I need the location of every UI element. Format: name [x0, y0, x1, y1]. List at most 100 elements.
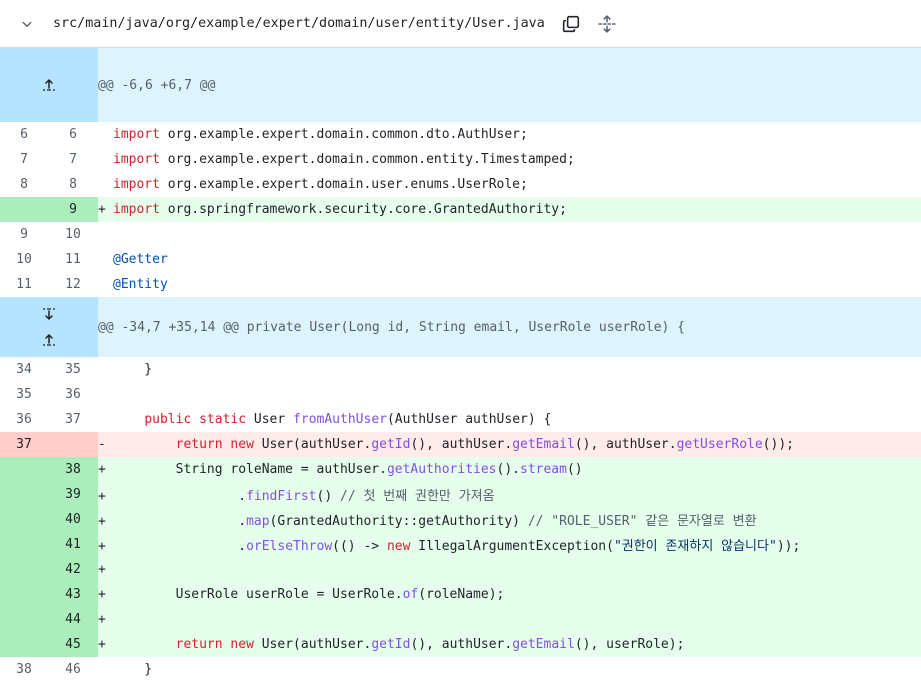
new-line-number[interactable]: 6 [69, 127, 77, 142]
new-line-number[interactable]: 7 [69, 152, 77, 167]
diff-marker [98, 152, 113, 167]
old-line-number[interactable]: 35 [16, 387, 32, 402]
code-line: @Entity [98, 272, 921, 297]
old-line-number[interactable] [0, 482, 48, 507]
new-line-number[interactable]: 42 [48, 557, 98, 582]
expand-up-icon[interactable] [0, 78, 98, 92]
old-line-number[interactable]: 34 [16, 362, 32, 377]
diff-line-added: 40+ .map(GrantedAuthority::getAuthority)… [0, 507, 921, 532]
hunk-header: @@ -34,7 +35,14 @@ private User(Long id,… [0, 297, 921, 357]
diff-marker: + [98, 539, 106, 554]
code-token: (() -> [332, 539, 387, 554]
code-token: @Getter [113, 252, 168, 267]
old-line-number[interactable] [0, 457, 48, 482]
code-token: )); [776, 539, 801, 554]
expand-button[interactable] [0, 297, 98, 357]
expand-down-icon[interactable] [0, 301, 98, 327]
code-token: () [316, 489, 340, 504]
copy-icon[interactable] [559, 12, 583, 36]
code-line: + .findFirst() // 첫 번째 권한만 가져옴 [98, 482, 921, 507]
code-token: } [113, 662, 153, 677]
old-line-number[interactable]: 8 [20, 177, 28, 192]
old-line-number[interactable] [0, 532, 48, 557]
code-token: (GrantedAuthority::getAuthority) [269, 514, 528, 529]
old-line-number[interactable]: 10 [16, 252, 32, 267]
code-token [113, 412, 144, 427]
diff-marker [98, 277, 113, 292]
code-token: . [113, 514, 247, 529]
code-token: User(authUser. [253, 637, 372, 652]
code-line: import org.example.expert.domain.user.en… [98, 172, 921, 197]
chevron-down-icon[interactable] [20, 17, 34, 31]
code-line: + String roleName = authUser.getAuthorit… [98, 457, 921, 482]
old-line-number[interactable]: 38 [16, 662, 32, 677]
old-line-number[interactable] [0, 507, 48, 532]
code-token: getEmail [512, 437, 575, 452]
old-line-number[interactable]: 9 [20, 227, 28, 242]
expand-up-button[interactable] [0, 48, 98, 122]
new-line-number[interactable]: 11 [65, 252, 81, 267]
new-line-number[interactable]: 35 [65, 362, 81, 377]
unfold-icon[interactable] [595, 12, 619, 36]
code-line: } [98, 357, 921, 382]
new-line-number[interactable]: 46 [65, 662, 81, 677]
new-line-number[interactable]: 38 [48, 457, 98, 482]
new-line-number[interactable]: 40 [48, 507, 98, 532]
code-token: new [230, 637, 254, 652]
code-token: org.example.expert.domain.common.dto.Aut… [159, 127, 528, 142]
code-line: +import org.springframework.security.cor… [98, 197, 921, 222]
code-token: return [175, 637, 223, 652]
diff-marker [98, 387, 113, 402]
new-line-number[interactable]: 8 [69, 177, 77, 192]
new-line-number[interactable]: 41 [48, 532, 98, 557]
new-line-number[interactable]: 43 [48, 582, 98, 607]
old-line-number[interactable]: 36 [16, 412, 32, 427]
diff-line-context: 6 6 import org.example.expert.domain.comm… [0, 122, 921, 147]
code-token: . [113, 539, 247, 554]
code-token: org.example.expert.domain.common.entity.… [159, 152, 575, 167]
code-token: . [113, 489, 247, 504]
diff-line-added: 41+ .orElseThrow(() -> new IllegalArgume… [0, 532, 921, 557]
code-line: + [98, 557, 921, 582]
new-line-number[interactable]: 37 [65, 412, 81, 427]
expand-up-icon[interactable] [0, 327, 98, 353]
code-token: static [199, 412, 247, 427]
new-line-number[interactable]: 45 [48, 632, 98, 657]
code-token: (roleName); [418, 587, 505, 602]
old-line-number[interactable] [0, 197, 48, 222]
code-token: (), authUser. [410, 437, 513, 452]
file-path[interactable]: src/main/java/org/example/expert/domain/… [53, 16, 545, 31]
old-line-number[interactable]: 7 [20, 152, 28, 167]
new-line-number[interactable]: 9 [48, 197, 98, 222]
code-token: import [113, 177, 160, 192]
old-line-number[interactable] [0, 557, 48, 582]
new-line-number[interactable]: 12 [65, 277, 81, 292]
diff-line-added: 43+ UserRole userRole = UserRole.of(role… [0, 582, 921, 607]
diff-line-added: 42+ [0, 557, 921, 582]
code-token: import [113, 127, 160, 142]
new-line-number[interactable]: 10 [65, 227, 81, 242]
code-token: orElseThrow [246, 539, 333, 554]
diff-line-context: 10 11 @Getter [0, 247, 921, 272]
old-line-number[interactable]: 37 [0, 432, 48, 457]
old-line-number[interactable] [0, 607, 48, 632]
code-line: + [98, 607, 921, 632]
old-line-number[interactable] [0, 582, 48, 607]
code-token: new [230, 437, 254, 452]
new-line-number[interactable] [48, 432, 98, 457]
code-token: () [566, 462, 583, 477]
new-line-number[interactable]: 44 [48, 607, 98, 632]
code-token: getId [371, 437, 411, 452]
new-line-number[interactable]: 39 [48, 482, 98, 507]
old-line-number[interactable] [0, 632, 48, 657]
code-token: map [246, 514, 270, 529]
code-token: import [113, 202, 160, 217]
new-line-number[interactable]: 36 [65, 387, 81, 402]
old-line-number[interactable]: 6 [20, 127, 28, 142]
old-line-number[interactable]: 11 [16, 277, 32, 292]
diff-marker: + [98, 489, 106, 504]
diff-line-context: 8 8 import org.example.expert.domain.user… [0, 172, 921, 197]
code-token: public [144, 412, 192, 427]
code-token: } [113, 362, 153, 377]
